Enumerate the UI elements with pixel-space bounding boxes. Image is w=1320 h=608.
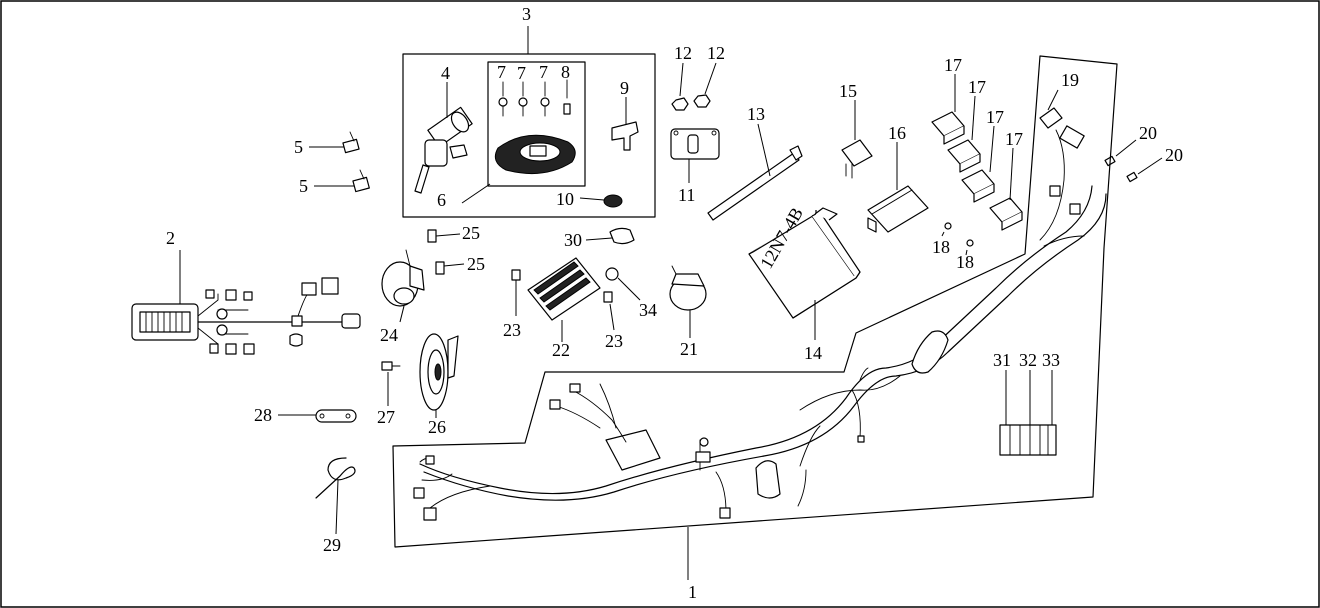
screw-18-b xyxy=(965,239,974,256)
fuse-block-31-33 xyxy=(999,370,1057,456)
washer-34 xyxy=(605,267,641,301)
callout-27: 27 xyxy=(377,407,395,427)
sub-harness-2 xyxy=(131,250,361,355)
plate-11 xyxy=(670,128,720,183)
callout-1: 1 xyxy=(688,582,697,602)
relay-17-a xyxy=(931,74,965,145)
lock-assembly xyxy=(461,134,576,204)
bolt-5-upper xyxy=(309,131,360,154)
callout-12-a: 12 xyxy=(674,43,692,63)
flasher-21 xyxy=(669,265,707,338)
callout-8: 8 xyxy=(561,62,570,82)
callout-5-lower: 5 xyxy=(299,176,308,196)
key-cap-10 xyxy=(579,194,623,208)
screws-7-8 xyxy=(498,79,571,117)
main-harness-1 xyxy=(392,55,1118,580)
ignition-switch xyxy=(414,82,473,194)
callout-13: 13 xyxy=(747,104,765,124)
callout-7-c: 7 xyxy=(539,62,548,82)
bolt-5-lower xyxy=(314,169,370,193)
callout-18-b: 18 xyxy=(956,252,974,272)
bolt-23-left xyxy=(511,269,521,316)
callout-34: 34 xyxy=(639,300,657,320)
wire-tie-29 xyxy=(315,457,356,535)
callout-28: 28 xyxy=(254,405,272,425)
callout-17-b: 17 xyxy=(968,77,986,97)
callout-14: 14 xyxy=(804,343,822,363)
callout-11: 11 xyxy=(678,185,695,205)
callout-20-a: 20 xyxy=(1139,123,1157,143)
screw-20-b xyxy=(1126,157,1163,183)
cdi-unit-16 xyxy=(867,142,929,233)
callout-15: 15 xyxy=(839,81,857,101)
callout-32: 32 xyxy=(1019,350,1037,370)
callout-12-b: 12 xyxy=(707,43,725,63)
bolt-27 xyxy=(381,361,401,406)
callout-10: 10 xyxy=(556,189,574,209)
nuts-12 xyxy=(671,62,717,111)
callout-17-a: 17 xyxy=(944,55,962,75)
bracket-9 xyxy=(611,97,639,151)
regulator-22 xyxy=(527,257,601,342)
callout-31: 31 xyxy=(993,350,1011,370)
relay-17-c xyxy=(961,125,995,203)
battery-strap-13 xyxy=(707,123,803,221)
callout-20-b: 20 xyxy=(1165,145,1183,165)
callout-16: 16 xyxy=(888,123,906,143)
callout-29: 29 xyxy=(323,535,341,555)
callout-23-left: 23 xyxy=(503,320,521,340)
callout-22: 22 xyxy=(552,340,570,360)
connector-19 xyxy=(1039,89,1063,129)
callout-30: 30 xyxy=(564,230,582,250)
callout-9: 9 xyxy=(620,78,629,98)
ignition-kit-box xyxy=(402,26,656,218)
relay-17-d xyxy=(989,147,1023,231)
callout-3: 3 xyxy=(522,4,531,24)
relay-15 xyxy=(841,100,873,179)
callout-4: 4 xyxy=(441,63,450,83)
callout-7-a: 7 xyxy=(497,62,506,82)
bolt-23-right xyxy=(603,291,615,331)
callout-18-a: 18 xyxy=(932,237,950,257)
callout-6: 6 xyxy=(437,190,446,210)
callout-labels: 1 2 3 4 5 5 6 7 7 7 8 9 10 11 12 12 13 1… xyxy=(166,4,1183,602)
callout-17-d: 17 xyxy=(1005,129,1023,149)
callout-7-b: 7 xyxy=(517,63,526,83)
callout-24: 24 xyxy=(380,325,398,345)
clamp-28 xyxy=(278,409,357,423)
callout-26: 26 xyxy=(428,417,446,437)
screw-18-a xyxy=(941,222,952,237)
callout-23-right: 23 xyxy=(605,331,623,351)
callout-19: 19 xyxy=(1061,70,1079,90)
callout-33: 33 xyxy=(1042,350,1060,370)
horn-26 xyxy=(419,333,459,418)
bolt-25-upper xyxy=(427,229,461,243)
clip-30 xyxy=(585,227,635,245)
horn-24 xyxy=(381,249,425,323)
callout-2: 2 xyxy=(166,228,175,248)
callout-25-upper: 25 xyxy=(462,223,480,243)
relay-17-b xyxy=(947,95,981,173)
callout-17-c: 17 xyxy=(986,107,1004,127)
callout-5-upper: 5 xyxy=(294,137,303,157)
bolt-25-lower xyxy=(435,261,465,275)
callout-25-lower: 25 xyxy=(467,254,485,274)
callout-21: 21 xyxy=(680,339,698,359)
